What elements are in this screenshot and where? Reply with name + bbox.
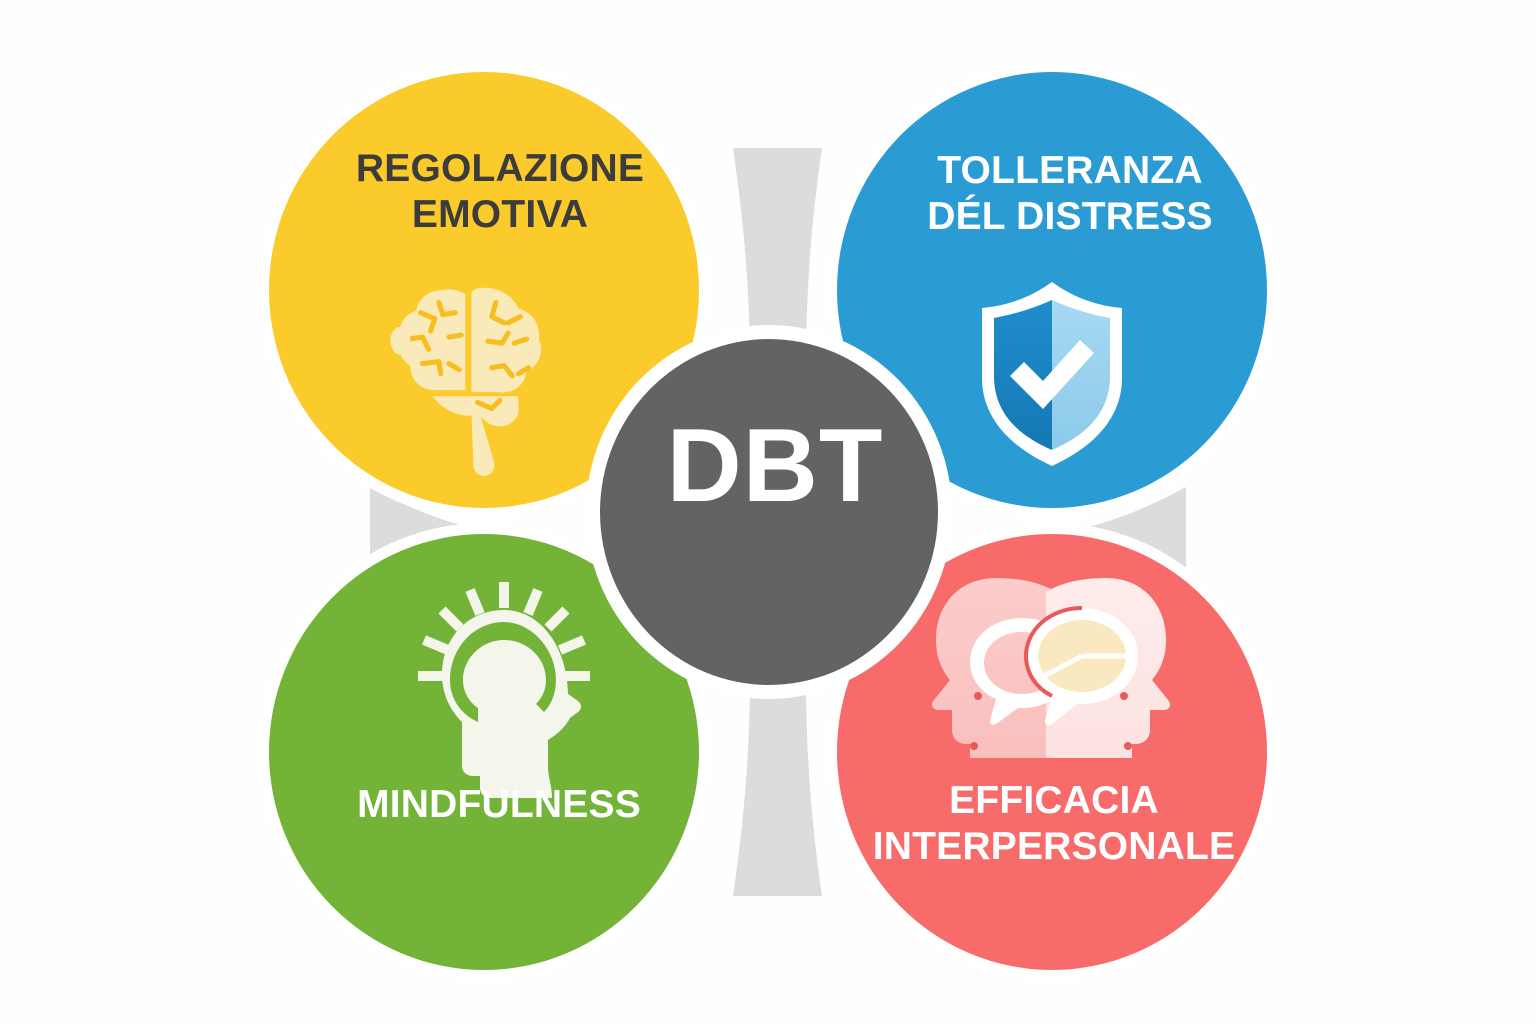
quadrant-bottom-right[interactable]	[837, 534, 1267, 970]
two-heads-speech-icon	[931, 578, 1171, 758]
shield-check-icon	[982, 282, 1122, 466]
brain-icon	[390, 287, 542, 476]
center-node[interactable]	[586, 325, 952, 699]
head-lightbulb-icon	[418, 582, 590, 798]
quadrant-bottom-left[interactable]	[269, 534, 699, 970]
center-circle[interactable]	[600, 339, 938, 685]
quadrant-top-left[interactable]	[269, 72, 699, 508]
quadrant-top-right[interactable]	[837, 72, 1267, 508]
connector-top	[733, 148, 822, 368]
connector-bottom	[733, 676, 822, 896]
